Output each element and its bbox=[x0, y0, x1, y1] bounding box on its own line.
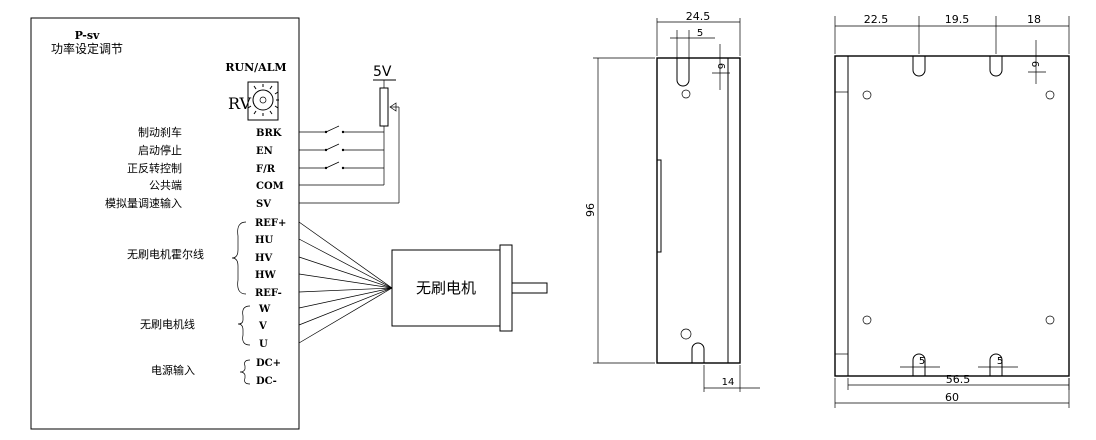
dim-front-slot-left: 5 bbox=[919, 356, 925, 367]
potentiometer-resistor bbox=[379, 87, 389, 127]
side-top-hole bbox=[681, 89, 691, 99]
dim-front-top-left: 22.5 bbox=[864, 13, 889, 26]
dim-front-top-right: 18 bbox=[1027, 13, 1041, 26]
rv-knob-icon bbox=[247, 84, 279, 116]
motor-shaft bbox=[511, 282, 548, 294]
driver-outline bbox=[30, 17, 300, 430]
pin-dc-minus: DC- bbox=[256, 376, 277, 387]
front-hole-bottom-right bbox=[1045, 315, 1055, 325]
front-bottom-slot-left bbox=[912, 353, 926, 376]
side-bottom-hole bbox=[680, 328, 692, 340]
dim-front-width: 60 bbox=[945, 391, 959, 404]
model-label: P-sv bbox=[75, 29, 100, 42]
motor-wire-fan bbox=[298, 221, 393, 344]
motor-group-label: 无刷电机线 bbox=[140, 317, 195, 331]
dim-side-width: 24.5 bbox=[686, 10, 711, 23]
dim-front-top-mid: 19.5 bbox=[945, 13, 970, 26]
front-view-body bbox=[834, 55, 1070, 377]
side-view-body bbox=[656, 57, 741, 364]
dim-side-slot-depth: 6 bbox=[715, 63, 726, 69]
hall-brace bbox=[231, 221, 247, 295]
dim-side-slot-width: 5 bbox=[697, 28, 703, 39]
pin-sv: SV bbox=[256, 199, 271, 210]
side-bottom-slot bbox=[691, 342, 705, 363]
pin-en: EN bbox=[256, 146, 273, 157]
signal-label-direction: 正反转控制 bbox=[127, 161, 182, 175]
pin-w: W bbox=[258, 304, 271, 315]
front-top-slot-right bbox=[989, 56, 1003, 77]
front-top-slot-left bbox=[912, 56, 926, 77]
pin-u: U bbox=[259, 339, 268, 350]
signal-label-enable: 启动停止 bbox=[138, 143, 182, 157]
front-bottom-slot-right bbox=[989, 353, 1003, 376]
pin-ref-minus: REF- bbox=[255, 288, 282, 299]
side-view: 24.5 5 6 96 14 bbox=[584, 10, 760, 392]
front-hole-top-right bbox=[1045, 90, 1055, 100]
run-alm-label: RUN/ALM bbox=[225, 61, 286, 74]
pin-hv: HV bbox=[255, 253, 272, 264]
signal-label-common: 公共端 bbox=[149, 179, 182, 192]
pin-ref-plus: REF+ bbox=[255, 218, 286, 229]
motor-label: 无刷电机 bbox=[416, 279, 476, 297]
motor-flange bbox=[499, 244, 513, 332]
wiper-arrow-icon bbox=[389, 102, 397, 112]
power-brace bbox=[239, 359, 251, 385]
subtitle-label: 功率设定调节 bbox=[51, 41, 123, 56]
front-view: 22.5 19.5 18 6 5 5 56.5 60 bbox=[834, 13, 1070, 408]
hall-group-label: 无刷电机霍尔线 bbox=[127, 247, 204, 261]
pin-hu: HU bbox=[255, 235, 273, 246]
pin-com: COM bbox=[256, 181, 284, 192]
dim-side-height: 96 bbox=[584, 203, 597, 217]
pin-brk: BRK bbox=[256, 128, 282, 139]
supply-label: 5V bbox=[373, 64, 392, 80]
front-hole-top-left bbox=[862, 90, 872, 100]
dim-side-depth: 14 bbox=[722, 377, 735, 388]
dim-front-slot-depth: 6 bbox=[1029, 61, 1040, 67]
dim-front-hole-span: 56.5 bbox=[946, 373, 971, 386]
power-group-label: 电源输入 bbox=[151, 363, 195, 377]
rv-box bbox=[247, 81, 279, 121]
pin-hw: HW bbox=[255, 270, 276, 281]
side-top-slot bbox=[676, 58, 690, 87]
pin-fr: F/R bbox=[256, 164, 276, 175]
pin-dc-plus: DC+ bbox=[256, 358, 281, 369]
signal-label-brake: 制动刹车 bbox=[138, 125, 182, 139]
rv-label: RV bbox=[228, 94, 251, 113]
motor-brace bbox=[237, 305, 251, 346]
pin-v: V bbox=[258, 321, 267, 332]
front-hole-bottom-left bbox=[862, 315, 872, 325]
dim-front-slot-right: 5 bbox=[997, 356, 1003, 367]
signal-label-speed: 模拟量调速输入 bbox=[105, 196, 182, 210]
signal-wiring bbox=[299, 80, 400, 204]
wiring-diagram: P-sv 功率设定调节 RUN/ALM RV 制动刹车 bbox=[30, 17, 548, 430]
